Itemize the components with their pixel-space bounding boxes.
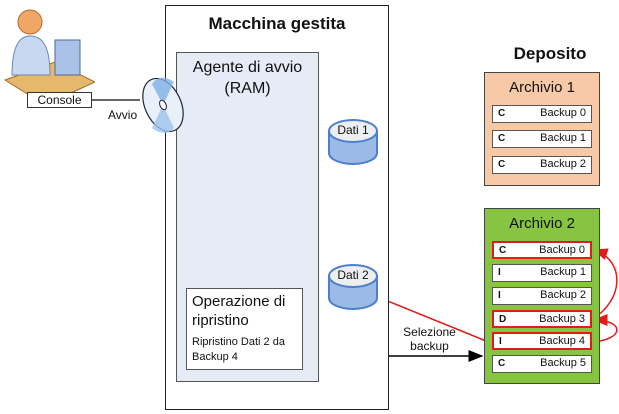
archive-title: Archivio 2 xyxy=(509,215,575,232)
boot-agent-title-line1: Agente di avvio xyxy=(192,59,303,76)
backup-label: Backup 4 xyxy=(539,335,585,347)
machine-title: Macchina gestita xyxy=(208,14,346,33)
deposit-title: Deposito xyxy=(513,44,587,63)
disk-label: Dati 1 xyxy=(337,123,369,137)
backup-type: C xyxy=(499,245,507,256)
operation-desc-line1: Ripristino Dati 2 da xyxy=(192,336,285,348)
operation-title-line2: ripristino xyxy=(192,312,249,329)
backup-item-highlighted[interactable]: C Backup 0 xyxy=(492,241,592,259)
archive-2: Archivio 2 C Backup 0 I Backup 1 I Backup 2… xyxy=(484,208,600,384)
backup-label: Backup 1 xyxy=(540,132,586,144)
boot-cd-icon[interactable] xyxy=(138,72,188,138)
boot-label: Avvio xyxy=(108,108,138,122)
archive-title: Archivio 1 xyxy=(509,79,575,96)
backup-type: C xyxy=(498,133,506,144)
backup-label: Backup 5 xyxy=(540,357,586,369)
selection-line2: backup xyxy=(410,339,449,353)
backup-label: Backup 3 xyxy=(539,313,585,325)
backup-selection-label: Selezione backup xyxy=(392,325,467,353)
disk-dati-2[interactable]: Dati 2 xyxy=(327,262,379,312)
boot-agent-title-line2: (RAM) xyxy=(224,80,271,97)
selection-line1: Selezione xyxy=(403,325,456,339)
backup-type: I xyxy=(499,336,502,347)
boot-agent-title: Agente di avvio (RAM) xyxy=(176,57,319,99)
backup-item[interactable]: C Backup 1 xyxy=(492,130,592,148)
backup-label: Backup 2 xyxy=(540,289,586,301)
backup-item[interactable]: I Backup 1 xyxy=(492,264,592,282)
disk-dati-1[interactable]: Dati 1 xyxy=(327,117,379,167)
backup-type: C xyxy=(498,358,506,369)
backup-label: Backup 0 xyxy=(539,244,585,256)
archive-1: Archivio 1 C Backup 0 C Backup 1 C Backup 2 xyxy=(484,72,600,186)
backup-label: Backup 1 xyxy=(540,266,586,278)
backup-type: I xyxy=(498,267,501,278)
backup-label: Backup 0 xyxy=(540,107,586,119)
backup-label: Backup 2 xyxy=(540,158,586,170)
backup-item[interactable]: I Backup 2 xyxy=(492,287,592,305)
backup-item-highlighted[interactable]: I Backup 4 xyxy=(492,332,592,350)
disk-label: Dati 2 xyxy=(337,268,369,282)
restore-operation-box[interactable]: Operazione di ripristino Ripristino Dati… xyxy=(186,288,303,370)
user-workstation-icon xyxy=(3,9,95,106)
console-box[interactable]: Console xyxy=(27,92,92,108)
disk-icon xyxy=(328,119,378,165)
backup-type: C xyxy=(498,159,506,170)
chain-arrow-4-to-3 xyxy=(590,314,618,343)
operation-title-line1: Operazione di xyxy=(192,293,286,310)
backup-item[interactable]: C Backup 0 xyxy=(492,105,592,123)
backup-type: D xyxy=(499,314,507,325)
operation-desc-line2: Backup 4 xyxy=(192,351,238,363)
backup-item[interactable]: C Backup 2 xyxy=(492,156,592,174)
disk-icon xyxy=(328,264,378,310)
backup-item-highlighted[interactable]: D Backup 3 xyxy=(492,310,592,328)
chain-arrow-3-to-0 xyxy=(590,248,618,321)
backup-type: I xyxy=(498,290,501,301)
backup-type: C xyxy=(498,108,506,119)
backup-item[interactable]: C Backup 5 xyxy=(492,355,592,373)
